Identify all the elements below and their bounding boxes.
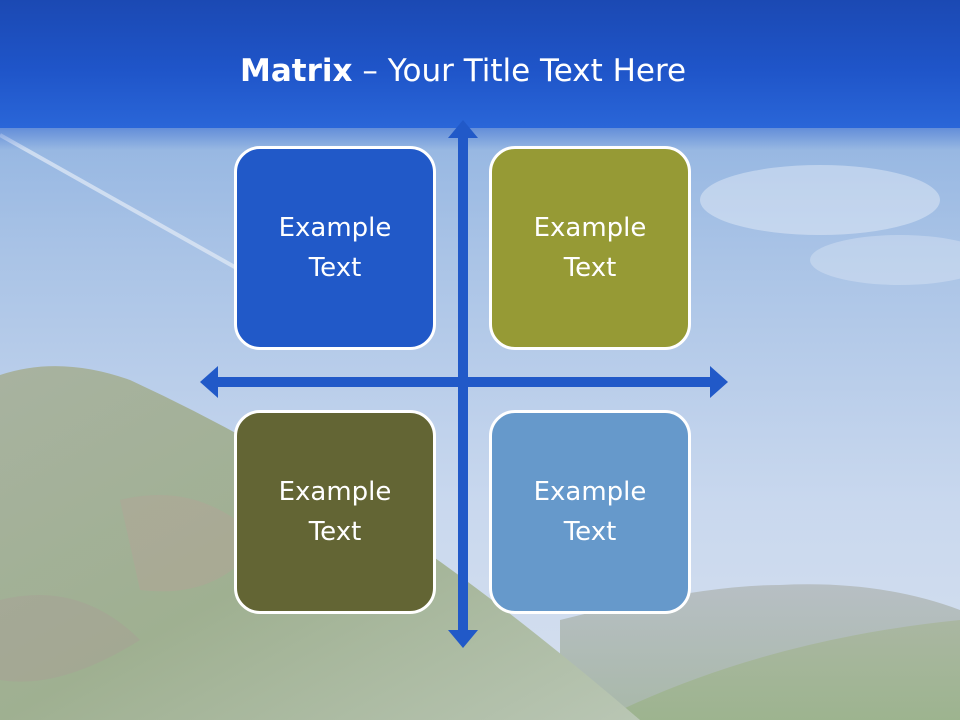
arrow-up-icon: [448, 120, 478, 138]
matrix-cell-bottom-left: Example Text: [234, 410, 436, 614]
horizontal-axis: [212, 377, 714, 387]
title-rest: – Your Title Text Here: [352, 53, 687, 89]
cell-text: Example Text: [278, 477, 392, 547]
cell-text: Example Text: [278, 213, 392, 283]
cell-text: Example Text: [533, 213, 647, 283]
matrix-cell-top-left: Example Text: [234, 146, 436, 350]
matrix-cell-bottom-right: Example Text: [489, 410, 691, 614]
slide-title: Matrix – Your Title Text Here: [240, 48, 686, 94]
arrow-right-icon: [710, 366, 728, 398]
arrow-down-icon: [448, 630, 478, 648]
title-bold: Matrix: [240, 53, 353, 89]
arrow-left-icon: [200, 366, 218, 398]
title-band: [0, 0, 960, 150]
matrix-cell-top-right: Example Text: [489, 146, 691, 350]
cell-text: Example Text: [533, 477, 647, 547]
